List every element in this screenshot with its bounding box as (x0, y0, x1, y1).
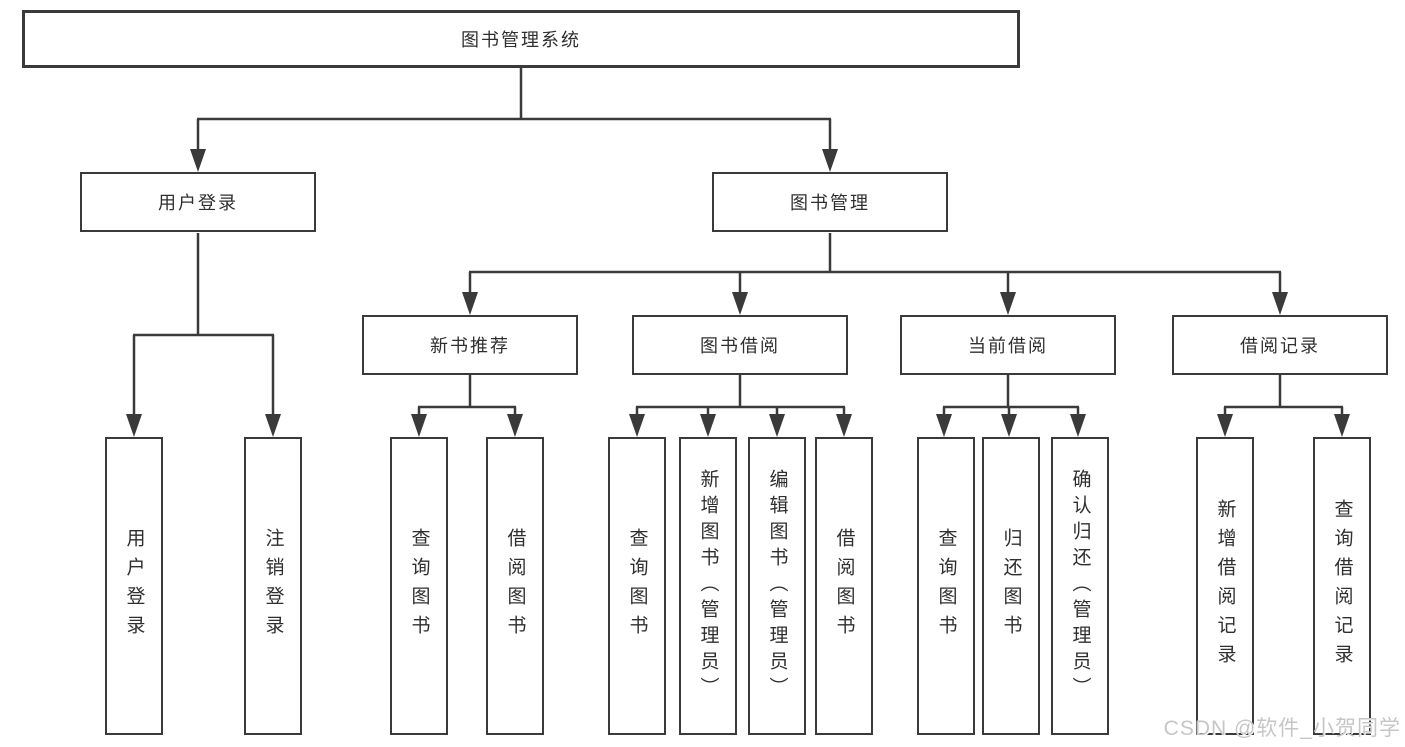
leaf-user-login: 用户登录 (105, 437, 163, 735)
leaf-confirm-return-admin: 确认归还（管理员） (1051, 437, 1109, 735)
leaf-query-books: 查询图书 (390, 437, 448, 735)
leaf-query-books: 查询图书 (608, 437, 666, 735)
leaf-edit-books-admin: 编辑图书（管理员） (748, 437, 806, 735)
node-book-borrowing: 图书借阅 (632, 315, 848, 375)
node-root-system: 图书管理系统 (22, 10, 1020, 68)
node-label: 图书管理 (790, 193, 870, 213)
node-label: 新书推荐 (430, 336, 510, 356)
leaf-label: 查询借阅记录 (1331, 499, 1353, 673)
leaf-label: 归还图书 (1000, 528, 1022, 644)
node-label: 图书管理系统 (461, 30, 581, 50)
leaf-label: 查询图书 (935, 528, 957, 644)
leaf-query-books: 查询图书 (917, 437, 975, 735)
leaf-label: 新增借阅记录 (1214, 499, 1236, 673)
leaf-label: 用户登录 (123, 528, 145, 644)
node-label: 借阅记录 (1240, 336, 1320, 356)
leaf-label: 借阅图书 (833, 528, 855, 644)
leaf-logout: 注销登录 (244, 437, 302, 735)
leaf-label: 查询图书 (626, 528, 648, 644)
leaf-borrow-books: 借阅图书 (486, 437, 544, 735)
node-label: 图书借阅 (700, 336, 780, 356)
leaf-label: 新增图书（管理员） (697, 469, 719, 703)
node-book-management-branch: 图书管理 (712, 172, 948, 232)
leaf-label: 编辑图书（管理员） (766, 469, 788, 703)
node-label: 用户登录 (158, 193, 238, 213)
leaf-add-books-admin: 新增图书（管理员） (679, 437, 737, 735)
leaf-label: 确认归还（管理员） (1069, 469, 1091, 703)
leaf-add-borrow-record: 新增借阅记录 (1196, 437, 1254, 735)
leaf-return-books: 归还图书 (982, 437, 1040, 735)
leaf-label: 借阅图书 (504, 528, 526, 644)
node-current-borrowing: 当前借阅 (900, 315, 1116, 375)
node-label: 当前借阅 (968, 336, 1048, 356)
leaf-label: 查询图书 (408, 528, 430, 644)
node-user-login-branch: 用户登录 (80, 172, 316, 232)
arrowhead-icons (126, 149, 1350, 437)
leaf-borrow-books: 借阅图书 (815, 437, 873, 735)
node-borrowing-records: 借阅记录 (1172, 315, 1388, 375)
csdn-watermark: CSDN @软件_小贺同学 (1163, 717, 1401, 740)
leaf-label: 注销登录 (262, 528, 284, 644)
node-new-book-recommend: 新书推荐 (362, 315, 578, 375)
leaf-query-borrow-record: 查询借阅记录 (1313, 437, 1371, 735)
